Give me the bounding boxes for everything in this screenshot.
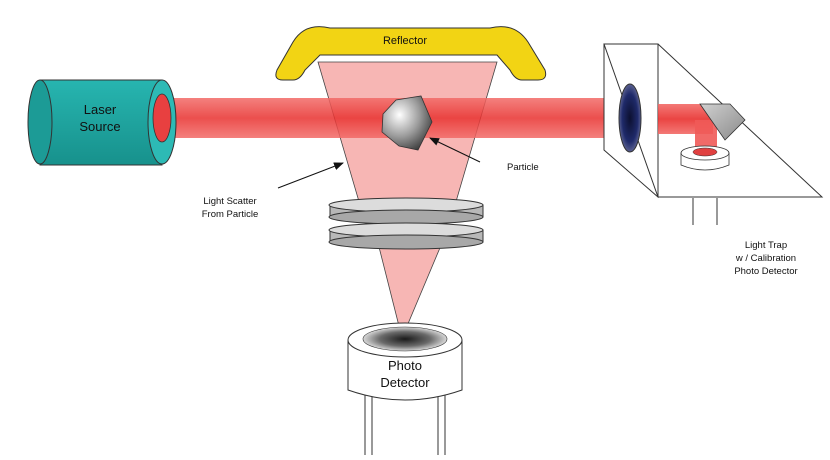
particle xyxy=(381,95,433,151)
light-trap-label-line3: Photo Detector xyxy=(734,266,797,277)
calibration-mirror xyxy=(699,103,746,141)
reflector-label: Reflector xyxy=(383,35,427,47)
photo-detector-label-line1: Photo xyxy=(388,358,422,373)
photo-detector xyxy=(347,322,463,455)
particle-arrow xyxy=(429,137,481,163)
light-trap-entrance xyxy=(618,83,642,153)
photo-detector-label-line2: Detector xyxy=(380,375,430,390)
light-trap xyxy=(603,43,824,225)
light-trap-label-line1: Light Trap xyxy=(745,240,787,251)
laser-source xyxy=(27,79,177,166)
scatter-label-line2: From Particle xyxy=(202,209,258,220)
particle-label: Particle xyxy=(507,162,539,173)
focusing-lens-lower xyxy=(328,222,484,250)
light-trap-label-line2: w / Calibration xyxy=(735,253,796,264)
scatter-arrow xyxy=(277,162,344,189)
laser-aperture xyxy=(152,93,172,143)
focusing-lens-upper xyxy=(328,197,484,225)
laser-source-label-line1: Laser xyxy=(84,102,117,117)
reflector xyxy=(275,26,547,81)
laser-source-label-line2: Source xyxy=(79,119,120,134)
photo-detector-face xyxy=(362,326,448,352)
scatter-label-line1: Light Scatter xyxy=(203,196,256,207)
